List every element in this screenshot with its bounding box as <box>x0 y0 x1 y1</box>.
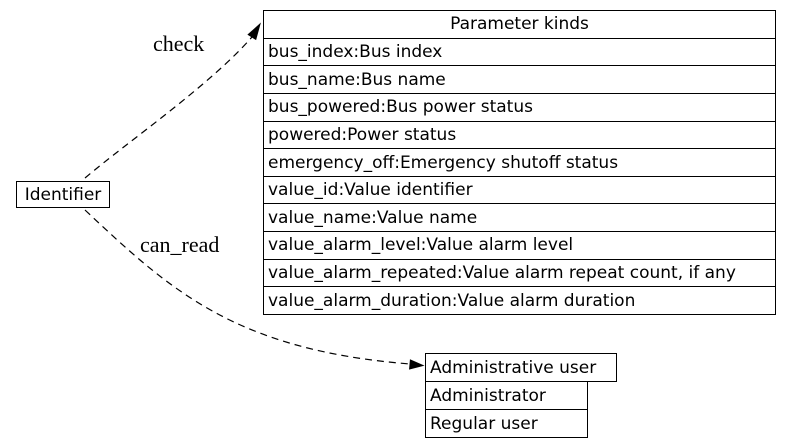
param-table-row: powered:Power status <box>264 122 775 150</box>
param-table-row: value_alarm_repeated:Value alarm repeat … <box>264 260 775 288</box>
check-edge <box>84 36 253 179</box>
identifier-node: Identifier <box>16 181 110 208</box>
param-table-row: value_name:Value name <box>264 204 775 233</box>
user-table-row: Administrator <box>425 381 588 410</box>
param-table-row: value_alarm_level:Value alarm level <box>264 232 775 260</box>
param-table: Parameter kinds bus_index:Bus index bus_… <box>263 10 776 315</box>
user-table-title: Administrative user <box>425 353 617 382</box>
identifier-node-label: Identifier <box>24 184 102 205</box>
edge-label-check: check <box>153 31 205 56</box>
param-table-row: emergency_off:Emergency shutoff status <box>264 149 775 177</box>
check-arrowhead <box>247 22 261 41</box>
param-table-title: Parameter kinds <box>264 11 775 39</box>
param-table-row: value_id:Value identifier <box>264 177 775 205</box>
user-table: Administrative user Administrator Regula… <box>425 353 617 438</box>
user-table-row: Regular user <box>425 409 588 438</box>
param-table-row: bus_name:Bus name <box>264 66 775 94</box>
param-table-row: bus_powered:Bus power status <box>264 94 775 122</box>
edge-label-can-read: can_read <box>140 232 220 257</box>
can-read-arrowhead <box>409 359 425 370</box>
can-read-edge <box>84 209 411 365</box>
param-table-row: bus_index:Bus index <box>264 39 775 67</box>
param-table-row: value_alarm_duration:Value alarm duratio… <box>268 290 636 311</box>
